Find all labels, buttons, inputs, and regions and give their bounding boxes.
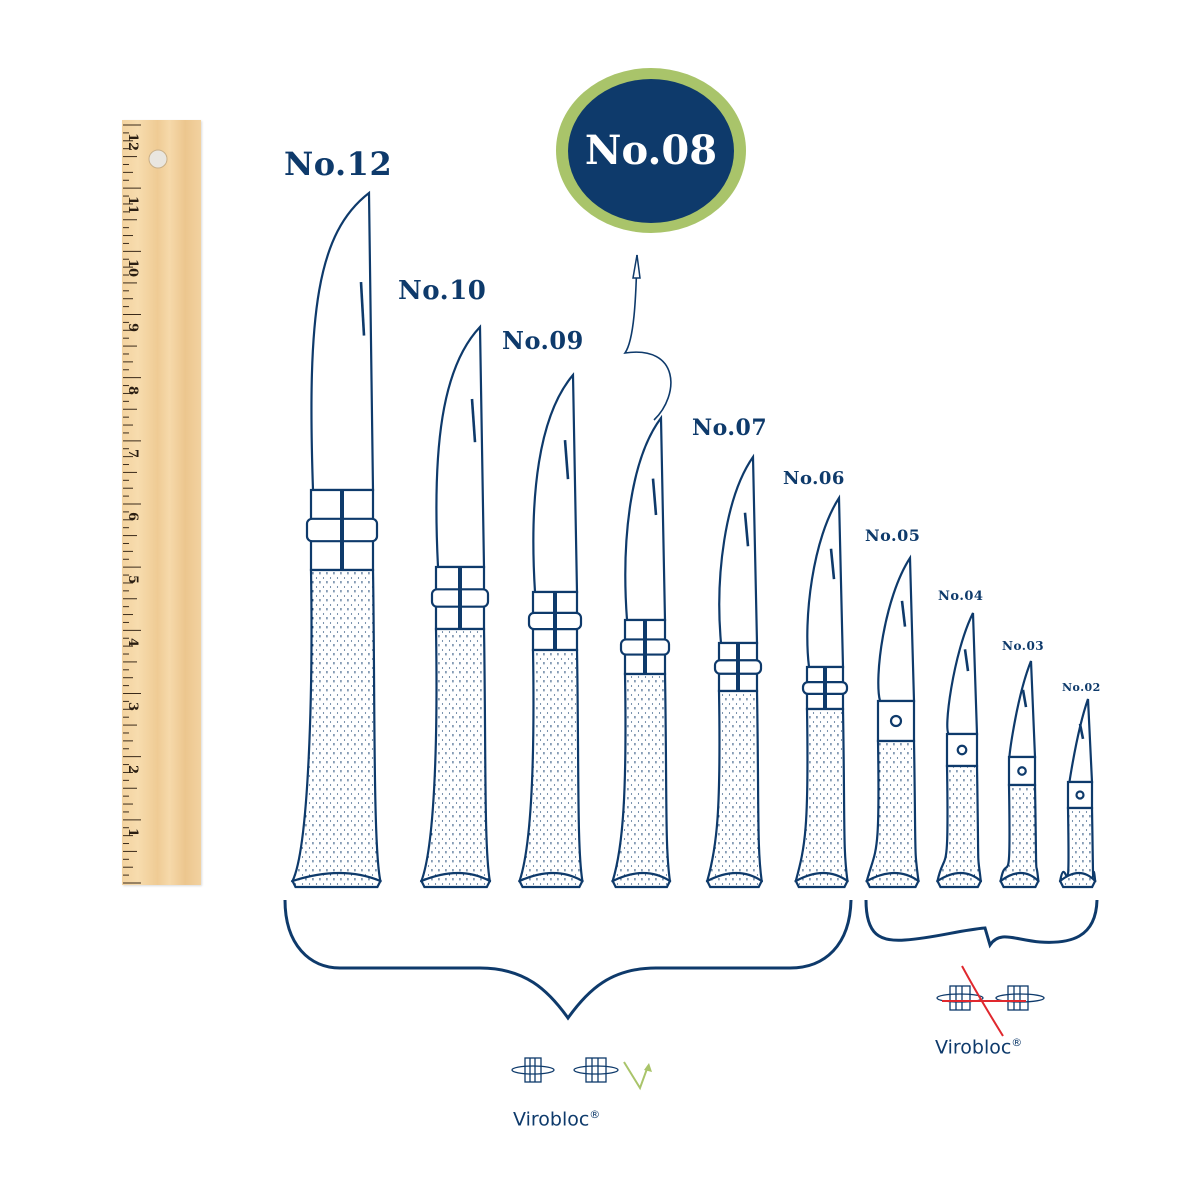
knife-no10 bbox=[419, 324, 492, 889]
knife-no07 bbox=[705, 453, 764, 889]
featured-size-badge: No.08 bbox=[556, 68, 746, 233]
knife-no05 bbox=[865, 554, 920, 889]
knife-no06 bbox=[794, 494, 849, 889]
knife-no09 bbox=[518, 372, 584, 889]
brace-small-group bbox=[864, 899, 1099, 949]
virobloc-ring-icon-locked bbox=[573, 1057, 619, 1083]
virobloc-text: Virobloc bbox=[513, 1108, 590, 1131]
checkmark-icon bbox=[623, 1061, 649, 1091]
knife-no08 bbox=[611, 414, 672, 889]
checkmark-arrow-icon bbox=[644, 1063, 652, 1072]
knife-label-no02: No.02 bbox=[1062, 681, 1101, 694]
knife-label-no03: No.03 bbox=[1002, 639, 1045, 653]
knife-no02 bbox=[1058, 698, 1097, 889]
badge-label: No.08 bbox=[584, 127, 718, 174]
virobloc-label-excluded: Virobloc® bbox=[935, 1036, 1022, 1058]
virobloc-label-included: Virobloc® bbox=[513, 1108, 600, 1130]
knife-no03 bbox=[999, 660, 1040, 889]
arrow-head-icon bbox=[632, 254, 641, 279]
knife-label-no12: No.12 bbox=[284, 145, 393, 183]
virobloc-text: Virobloc bbox=[935, 1036, 1012, 1059]
virobloc-ring-icon-open-small bbox=[936, 985, 984, 1011]
knife-label-no05: No.05 bbox=[865, 526, 921, 545]
knife-label-no04: No.04 bbox=[938, 589, 984, 604]
knife-label-no10: No.10 bbox=[398, 276, 487, 306]
virobloc-ring-icon-open bbox=[511, 1057, 555, 1083]
brace-large-group bbox=[283, 899, 853, 1021]
knife-no04 bbox=[936, 612, 983, 889]
red-cross-icon bbox=[942, 965, 1026, 1037]
arrow-to-badge bbox=[623, 254, 672, 421]
wooden-ruler bbox=[122, 120, 201, 885]
knife-label-no07: No.07 bbox=[692, 415, 768, 441]
knife-label-no09: No.09 bbox=[502, 326, 584, 355]
knife-no12 bbox=[290, 190, 382, 889]
knife-label-no06: No.06 bbox=[783, 468, 845, 489]
registered-mark: ® bbox=[1011, 1036, 1023, 1049]
ruler-hole bbox=[148, 149, 168, 169]
virobloc-ring-icon-locked-small bbox=[995, 985, 1045, 1011]
badge-inner-circle: No.08 bbox=[568, 78, 734, 223]
registered-mark: ® bbox=[589, 1108, 601, 1121]
